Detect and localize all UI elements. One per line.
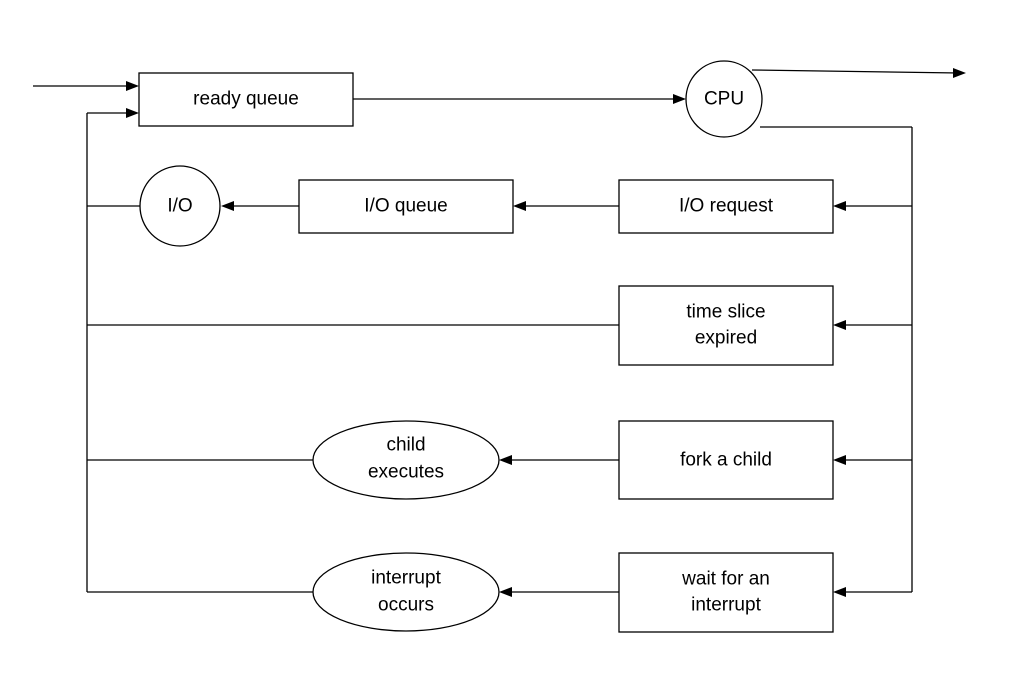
fork-child-node: fork a child <box>618 420 834 500</box>
arrowhead-io-request <box>833 201 846 211</box>
ready-queue-label: ready queue <box>193 89 299 110</box>
io-node: I/O <box>139 165 221 247</box>
io-request-node: I/O request <box>618 179 834 234</box>
arrowhead-interrupt-occurs <box>499 587 512 597</box>
wait-interrupt-label-line-2: interrupt <box>691 595 761 616</box>
arrowhead-child-executes <box>499 455 512 465</box>
arrowhead-io-queue <box>513 201 526 211</box>
arrowhead-time-slice <box>833 320 846 330</box>
arrowhead-cpu <box>673 94 686 104</box>
io-queue-node: I/O queue <box>298 179 514 234</box>
edge-cpu-exit <box>751 69 960 74</box>
interrupt-occurs-label-line-2: occurs <box>378 595 434 616</box>
arrowhead-exit <box>953 68 966 78</box>
time-slice-node: time slice expired <box>618 285 834 366</box>
io-label: I/O <box>167 196 192 217</box>
child-executes-label-line-1: child <box>386 435 425 456</box>
time-slice-label-line-1: time slice <box>686 302 765 323</box>
cpu-node: CPU <box>685 60 763 138</box>
arrowhead-wait <box>833 587 846 597</box>
wait-interrupt-node: wait for an interrupt <box>618 552 834 633</box>
interrupt-occurs-label-line-1: interrupt <box>371 568 441 589</box>
fork-child-label: fork a child <box>680 450 772 471</box>
io-queue-label: I/O queue <box>364 196 447 217</box>
interrupt-occurs-node: interrupt occurs <box>312 552 500 632</box>
arrowhead-entry <box>126 81 139 91</box>
connectors <box>33 68 966 597</box>
ready-queue-node: ready queue <box>138 72 354 127</box>
wait-interrupt-label-line-1: wait for an <box>681 569 770 590</box>
arrowhead-return <box>126 108 139 118</box>
child-executes-node: child executes <box>312 420 500 500</box>
cpu-label: CPU <box>704 89 744 110</box>
time-slice-label-line-2: expired <box>695 328 757 349</box>
arrowhead-io <box>221 201 234 211</box>
arrowhead-fork <box>833 455 846 465</box>
io-request-label: I/O request <box>679 196 774 217</box>
child-executes-label-line-2: executes <box>368 462 444 483</box>
